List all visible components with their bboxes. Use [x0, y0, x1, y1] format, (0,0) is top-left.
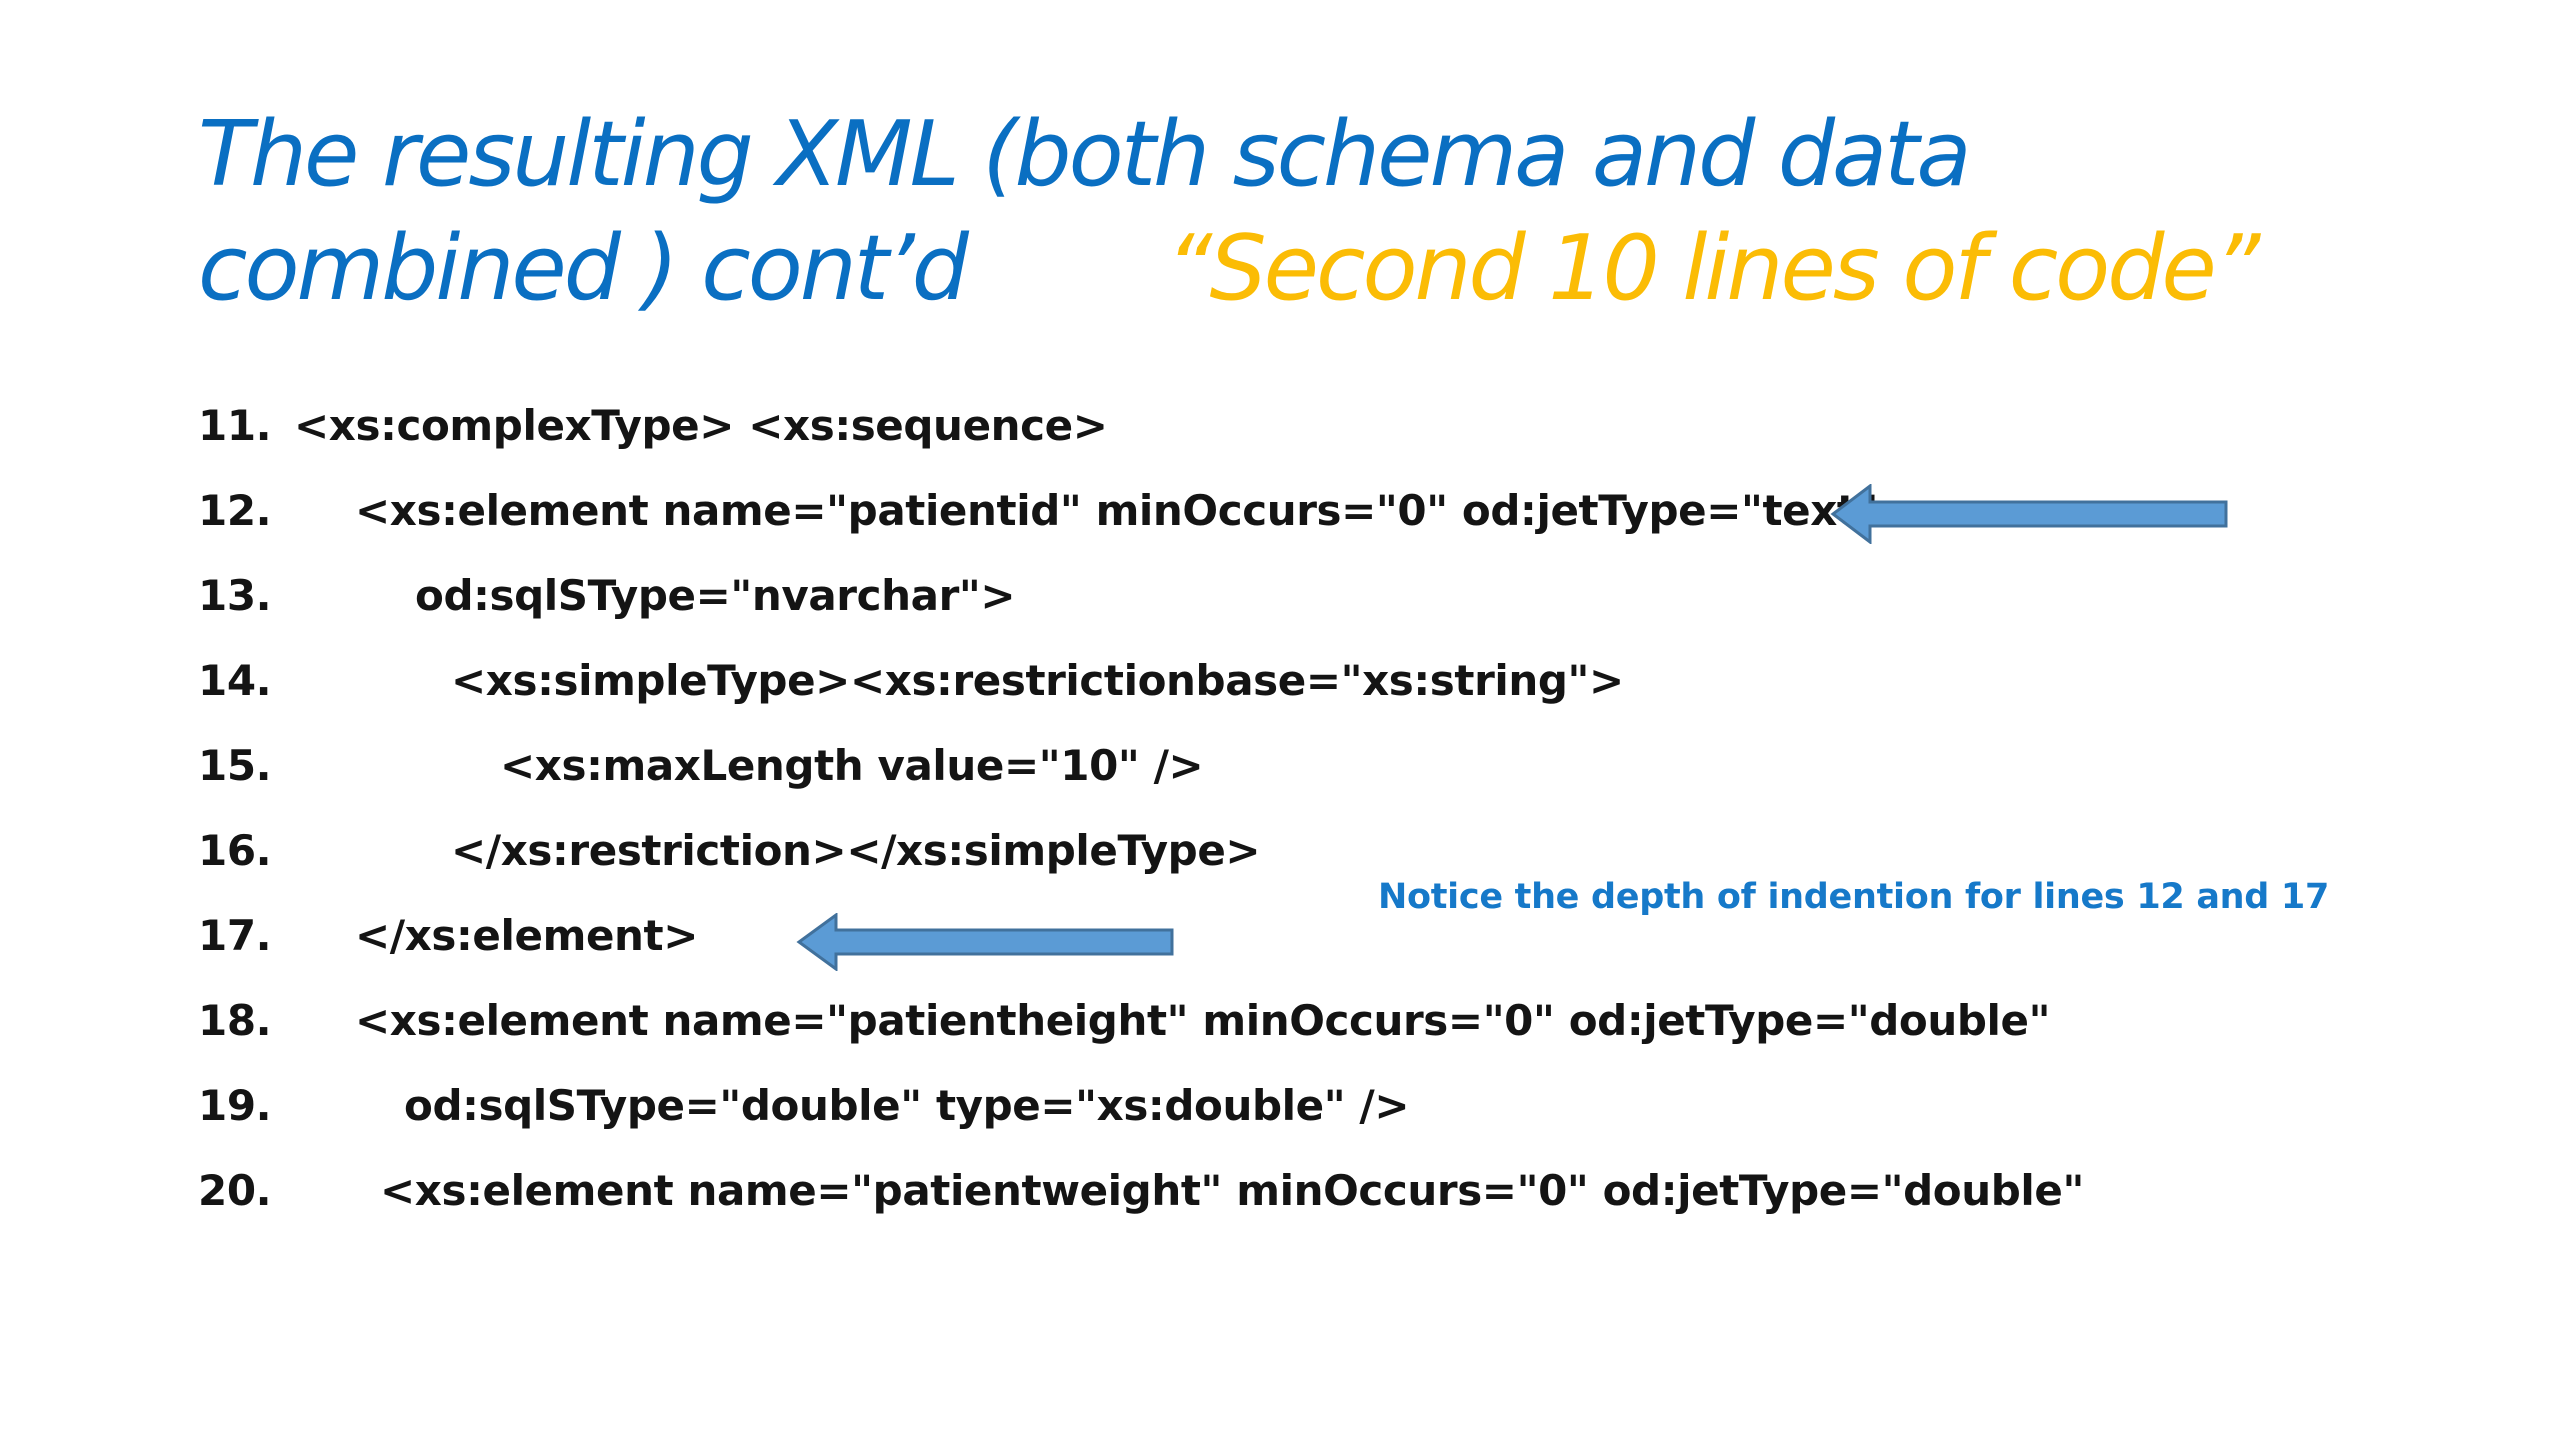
line-number: 20. — [198, 1166, 272, 1215]
code-line-20: 20. <xs:element name="patientweight" min… — [0, 1161, 2560, 1221]
title-line-2: combined ) cont’d “Second 10 lines of cod… — [198, 212, 2448, 326]
line-number: 11. — [198, 401, 272, 450]
code-line-18: 18. <xs:element name="patientheight" min… — [0, 991, 2560, 1051]
code-line-17: 17. </xs:element> — [0, 906, 2560, 966]
line-number: 19. — [198, 1081, 272, 1130]
title-tag: “Second 10 lines of code” — [1165, 216, 2261, 321]
code-line-14: 14. <xs:simpleType><xs:restrictionbase="… — [0, 651, 2560, 711]
code-text: <xs:element name="patientid" minOccurs="… — [355, 486, 1879, 535]
indentation-note: Notice the depth of indention for lines … — [1378, 877, 2329, 917]
code-line-16: 16. </xs:restriction></xs:simpleType> — [0, 821, 2560, 881]
line-number: 14. — [198, 656, 272, 705]
line-number: 17. — [198, 911, 272, 960]
code-line-13: 13. od:sqlSType="nvarchar"> — [0, 566, 2560, 626]
title-line-1: The resulting XML (both schema and data — [198, 102, 1972, 207]
line-number: 15. — [198, 741, 272, 790]
arrow-shape — [796, 913, 1174, 971]
code-text: </xs:restriction></xs:simpleType> — [451, 826, 1261, 875]
code-text: <xs:complexType> <xs:sequence> — [294, 401, 1108, 450]
line-number: 16. — [198, 826, 272, 875]
code-line-15: 15. <xs:maxLength value="10" /> — [0, 736, 2560, 796]
code-text: od:sqlSType="double" type="xs:double" /> — [404, 1081, 1410, 1130]
arrow-left-icon — [796, 913, 1174, 971]
line-number: 12. — [198, 486, 272, 535]
title-line-2-text: combined ) cont’d — [198, 216, 969, 321]
code-text: <xs:element name="patientheight" minOccu… — [355, 996, 2051, 1045]
code-line-11: 11. <xs:complexType> <xs:sequence> — [0, 396, 2560, 456]
code-line-12: 12. <xs:element name="patientid" minOccu… — [0, 481, 2560, 541]
line-number: 13. — [198, 571, 272, 620]
code-text: </xs:element> — [355, 911, 699, 960]
slide-title: The resulting XML (both schema and data … — [198, 98, 2448, 326]
code-text: <xs:simpleType><xs:restrictionbase="xs:s… — [451, 656, 1624, 705]
arrow-left-icon — [1830, 484, 2228, 544]
code-text: od:sqlSType="nvarchar"> — [415, 571, 1016, 620]
code-text: <xs:maxLength value="10" /> — [500, 741, 1204, 790]
code-line-19: 19. od:sqlSType="double" type="xs:double… — [0, 1076, 2560, 1136]
code-text: <xs:element name="patientweight" minOccu… — [380, 1166, 2084, 1215]
line-number: 18. — [198, 996, 272, 1045]
arrow-shape — [1830, 484, 2228, 544]
